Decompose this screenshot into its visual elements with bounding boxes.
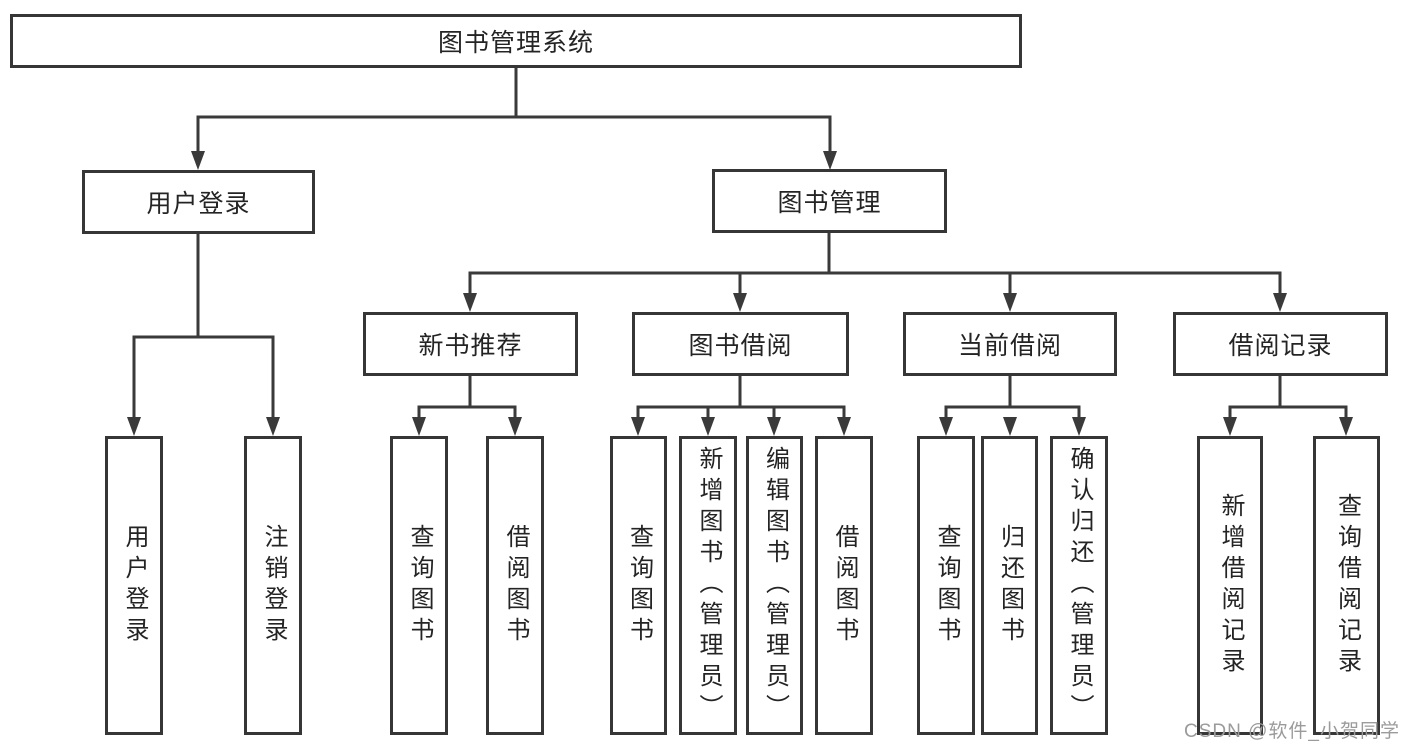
leaf-borrowing-add-books-admin: 新增图书（管理员） <box>679 436 737 735</box>
leaf-label: 查询借阅记录 <box>1333 492 1361 679</box>
leaf-borrowing-query-books: 查询图书 <box>610 436 667 735</box>
leaf-logout-login: 注销登录 <box>244 436 302 735</box>
leaf-label: 新增借阅记录 <box>1217 492 1244 679</box>
node-borrowing-records: 借阅记录 <box>1173 312 1388 376</box>
leaf-user-login: 用户登录 <box>105 436 163 735</box>
csdn-watermark: CSDN @软件_小贺同学 <box>1184 721 1400 742</box>
leaf-borrowing-edit-books-admin: 编辑图书（管理员） <box>746 436 803 735</box>
leaf-label: 用户登录 <box>121 523 148 648</box>
leaf-borrowing-borrow-books: 借阅图书 <box>815 436 873 735</box>
leaf-label: 新增图书（管理员） <box>695 446 722 725</box>
node-current-borrowing: 当前借阅 <box>903 312 1117 376</box>
node-user-login: 用户登录 <box>82 170 315 234</box>
leaf-label: 查询图书 <box>625 523 653 648</box>
arrowheads <box>127 151 1353 436</box>
node-book-borrowing: 图书借阅 <box>632 312 849 376</box>
node-label: 用户登录 <box>146 190 251 218</box>
node-label: 借阅记录 <box>1228 332 1333 360</box>
node-label: 图书管理 <box>777 189 882 217</box>
leaf-label: 借阅图书 <box>502 523 529 648</box>
node-book-management: 图书管理 <box>712 169 947 233</box>
leaf-label: 确认归还（管理员） <box>1066 446 1093 725</box>
leaf-label: 借阅图书 <box>831 523 858 648</box>
leaf-current-confirm-return-admin: 确认归还（管理员） <box>1050 436 1108 735</box>
leaf-newbook-query-books: 查询图书 <box>390 436 448 735</box>
leaf-current-return-books: 归还图书 <box>981 436 1038 735</box>
leaf-label: 编辑图书（管理员） <box>761 446 789 725</box>
leaf-label: 查询图书 <box>406 523 433 648</box>
node-label: 图书借阅 <box>688 332 793 360</box>
leaf-label: 查询图书 <box>933 523 960 648</box>
node-new-book-recommendation: 新书推荐 <box>363 312 578 376</box>
leaf-label: 归还图书 <box>996 523 1024 648</box>
leaf-records-query-record: 查询借阅记录 <box>1313 436 1380 735</box>
leaf-label: 注销登录 <box>260 523 287 648</box>
node-label: 新书推荐 <box>418 332 523 360</box>
node-label: 当前借阅 <box>957 332 1062 360</box>
node-label: 图书管理系统 <box>437 29 594 57</box>
leaf-records-add-record: 新增借阅记录 <box>1197 436 1263 735</box>
node-root-system: 图书管理系统 <box>10 14 1022 68</box>
leaf-current-query-books: 查询图书 <box>917 436 975 735</box>
leaf-newbook-borrow-books: 借阅图书 <box>486 436 544 735</box>
